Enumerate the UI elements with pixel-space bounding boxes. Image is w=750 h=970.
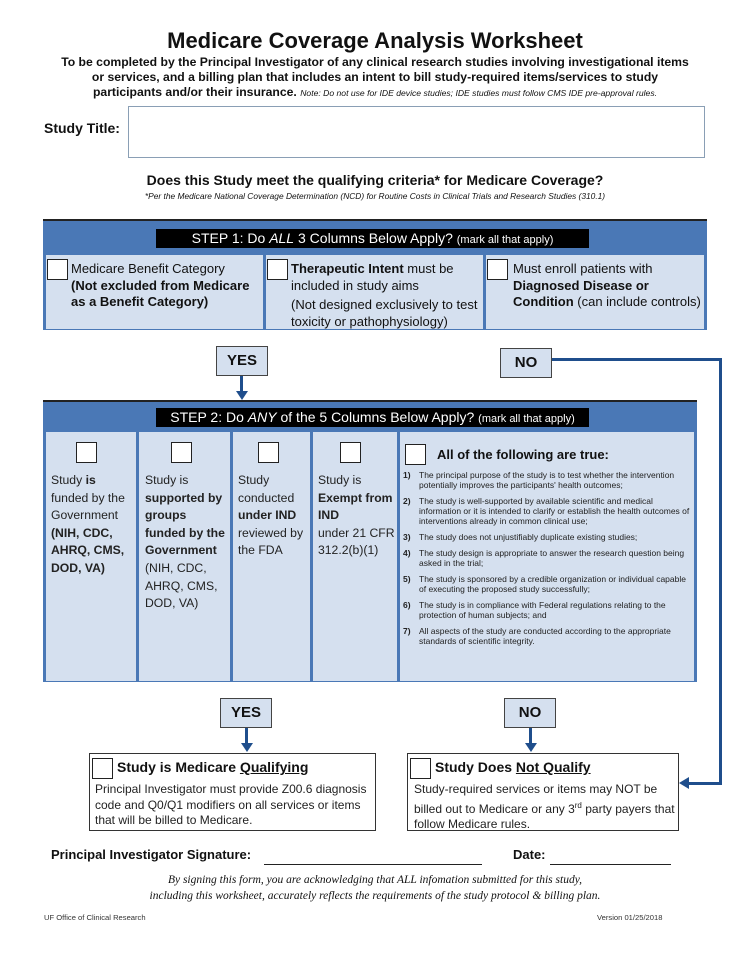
- step1-yes-arrow: [240, 376, 243, 392]
- criteria-text: The study design is appropriate to answe…: [419, 548, 685, 568]
- instructions: To be completed by the Principal Investi…: [40, 55, 710, 101]
- criteria-item: 4) The study design is appropriate to ans…: [403, 548, 691, 568]
- checkbox-exempt-from-ind[interactable]: [340, 442, 361, 463]
- step2-yes-label: YES: [220, 698, 272, 728]
- under-ind-label: Study conducted under IND reviewed by th…: [238, 473, 304, 558]
- affirmation-line-1: By signing this form, you are acknowledg…: [167, 874, 583, 886]
- intro-line-1: To be completed by the Principal Investi…: [61, 55, 689, 69]
- criteria-text: The study does not unjustifiably duplica…: [419, 532, 638, 542]
- step1-label: STEP 1: Do ALL 3 Columns Below Apply? (m…: [156, 229, 589, 248]
- pi-signature-label: Principal Investigator Signature:: [51, 847, 252, 862]
- criteria-text: The study is sponsored by a credible org…: [419, 574, 686, 594]
- step2-col-government-funded: Study is funded by the Government (NIH, …: [46, 432, 136, 681]
- criteria-number: 2): [403, 496, 411, 506]
- checkbox-all-criteria[interactable]: [405, 444, 426, 465]
- no-connector-vertical: [719, 358, 722, 785]
- study-title-field[interactable]: [128, 106, 705, 158]
- not-qualify-heading: Study Does Not Qualify: [435, 759, 591, 775]
- criteria-text: The study is well-supported by available…: [419, 496, 690, 526]
- step1-no-label: NO: [500, 348, 552, 378]
- step2-no-arrowhead: [525, 743, 537, 752]
- criteria-number: 3): [403, 532, 411, 542]
- all-criteria-heading: All of the following are true:: [437, 447, 609, 462]
- benefit-category-label: Medicare Benefit Category: [71, 261, 225, 276]
- criteria-text: The study is in compliance with Federal …: [419, 600, 666, 620]
- step2-no-label: NO: [504, 698, 556, 728]
- no-connector-arrowhead: [679, 777, 689, 789]
- study-title-label: Study Title:: [44, 120, 120, 136]
- date-line[interactable]: [550, 864, 671, 865]
- no-connector-return: [688, 782, 722, 785]
- page-title: Medicare Coverage Analysis Worksheet: [167, 28, 583, 53]
- intro-line-3: participants and/or their insurance.: [92, 85, 297, 99]
- step2-yes-arrowhead: [241, 743, 253, 752]
- step2-panel: STEP 2: Do ANY of the 5 Columns Below Ap…: [43, 400, 697, 682]
- no-connector-horizontal: [552, 358, 722, 361]
- step1-col-diagnosed-disease: Must enroll patients with Diagnosed Dise…: [486, 255, 704, 329]
- checkbox-government-funded[interactable]: [76, 442, 97, 463]
- supported-by-groups-label: Study is supported by groups funded by t…: [145, 473, 225, 611]
- criteria-item: 3) The study does not unjustifiably dupli…: [403, 532, 691, 542]
- criteria-number: 4): [403, 548, 411, 558]
- step1-col-benefit-category: Medicare Benefit Category (Not excluded …: [46, 255, 263, 329]
- criteria-number: 7): [403, 626, 411, 636]
- footer-office: UF Office of Clinical Research: [44, 913, 146, 922]
- government-funded-label: Study is funded by the Government (NIH, …: [51, 473, 125, 575]
- criteria-text: All aspects of the study are conducted a…: [419, 626, 671, 646]
- checkbox-qualifying[interactable]: [92, 758, 113, 779]
- step2-col-under-ind: Study conducted under IND reviewed by th…: [233, 432, 310, 681]
- step2-col-supported-by-groups: Study is supported by groups funded by t…: [139, 432, 230, 681]
- step1-yes-arrowhead: [236, 391, 248, 400]
- result-not-qualify: Study Does Not Qualify Study-required se…: [407, 753, 679, 831]
- ncd-footnote: *Per the Medicare National Coverage Dete…: [144, 191, 606, 201]
- criteria-item: 6) The study is in compliance with Federa…: [403, 600, 691, 620]
- criteria-text: The principal purpose of the study is to…: [419, 470, 675, 490]
- criteria-item: 5) The study is sponsored by a credible o…: [403, 574, 691, 594]
- ide-note: Note: Do not use for IDE device studies;…: [300, 88, 658, 98]
- result-qualifying: Study is Medicare Qualifying Principal I…: [89, 753, 376, 831]
- criteria-item: 7) All aspects of the study are conducted…: [403, 626, 691, 646]
- affirmation: By signing this form, you are acknowledg…: [0, 872, 750, 904]
- qualifying-question: Does this Study meet the qualifying crit…: [146, 172, 604, 188]
- step2-col-all-criteria: All of the following are true: 1) The pri…: [400, 432, 694, 681]
- not-qualify-text: Study-required services or items may NOT…: [414, 782, 675, 831]
- criteria-number: 5): [403, 574, 411, 584]
- therapeutic-intent-label: Therapeutic Intent must be included in s…: [291, 261, 454, 293]
- therapeutic-intent-detail: (Not designed exclusively to test toxici…: [291, 297, 478, 329]
- criteria-number: 1): [403, 470, 411, 480]
- checkbox-supported-by-groups[interactable]: [171, 442, 192, 463]
- step2-yes-arrow: [245, 728, 248, 744]
- benefit-category-detail: (Not excluded from Medicare as a Benefit…: [71, 277, 250, 310]
- criteria-list: 1) The principal purpose of the study is …: [403, 470, 691, 646]
- step1-col-therapeutic-intent: Therapeutic Intent must be included in s…: [266, 255, 483, 329]
- checkbox-benefit-category[interactable]: [47, 259, 68, 280]
- step1-panel: STEP 1: Do ALL 3 Columns Below Apply? (m…: [43, 219, 707, 330]
- pi-signature-line[interactable]: [264, 864, 482, 865]
- criteria-item: 2) The study is well-supported by availab…: [403, 496, 691, 526]
- criteria-number: 6): [403, 600, 411, 610]
- date-label: Date:: [513, 847, 546, 862]
- qualifying-heading: Study is Medicare Qualifying: [117, 759, 309, 775]
- step1-yes-label: YES: [216, 346, 268, 376]
- criteria-item: 1) The principal purpose of the study is …: [403, 470, 691, 490]
- affirmation-line-2: including this worksheet, accurately ref…: [149, 890, 601, 902]
- qualifying-text: Principal Investigator must provide Z00.…: [95, 782, 367, 827]
- footer-version: Version 01/25/2018: [597, 913, 663, 922]
- exempt-from-ind-label: Study is Exempt from IND under 21 CFR 31…: [318, 473, 395, 558]
- checkbox-under-ind[interactable]: [258, 442, 279, 463]
- step2-col-exempt-from-ind: Study is Exempt from IND under 21 CFR 31…: [313, 432, 397, 681]
- step2-label: STEP 2: Do ANY of the 5 Columns Below Ap…: [156, 408, 589, 427]
- checkbox-therapeutic-intent[interactable]: [267, 259, 288, 280]
- checkbox-not-qualify[interactable]: [410, 758, 431, 779]
- diagnosed-disease-label: Must enroll patients with Diagnosed Dise…: [513, 261, 701, 309]
- intro-line-2: or services, and a billing plan that inc…: [91, 70, 659, 84]
- step2-no-arrow: [529, 728, 532, 744]
- checkbox-diagnosed-disease[interactable]: [487, 259, 508, 280]
